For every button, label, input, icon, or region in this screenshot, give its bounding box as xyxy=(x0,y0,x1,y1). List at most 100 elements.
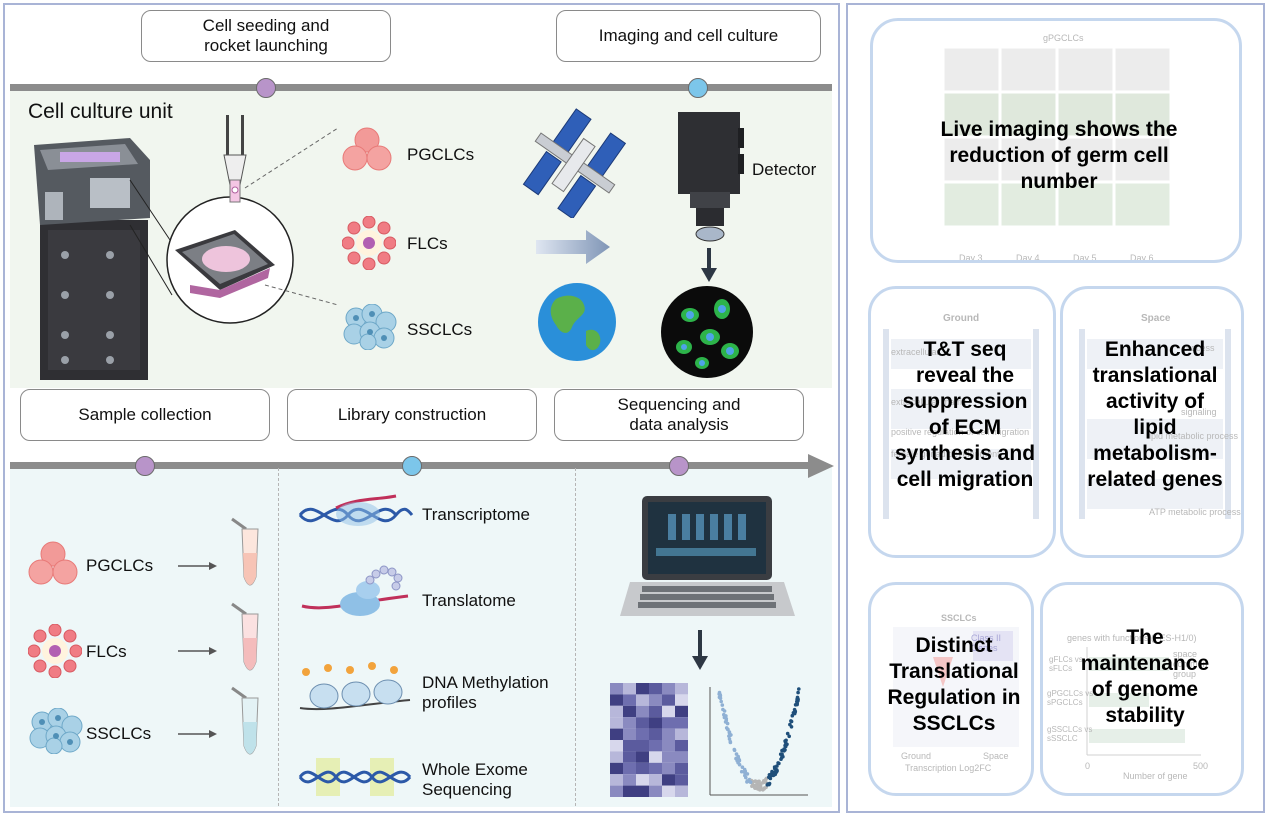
volcano-point xyxy=(743,770,747,775)
heatmap-cell xyxy=(610,694,623,706)
heatmap-cell xyxy=(649,728,662,740)
sample-flcs: FLCs xyxy=(86,642,127,661)
heatmap-cell xyxy=(662,705,675,718)
heatmap-cell xyxy=(675,751,688,763)
volcano-point xyxy=(790,713,795,718)
space-term: process xyxy=(1183,343,1215,353)
ssclc-card: SSCLCs Class II Genes Ground Space Trans… xyxy=(868,582,1034,796)
arrow-icon xyxy=(178,562,217,570)
volcano-point xyxy=(722,715,727,720)
transcription-axis-label: Transcription Log2FC xyxy=(905,763,992,773)
cell-culture-device-illustration xyxy=(34,115,339,380)
volcano-point xyxy=(732,748,737,753)
heatmap-cell xyxy=(662,694,675,706)
volcano-point xyxy=(783,739,787,743)
timeline-arrowhead-icon xyxy=(808,454,834,478)
volcano-point xyxy=(717,692,721,696)
row-label: gSSCLCs vs sSSCLC xyxy=(1047,725,1093,743)
volcano-point xyxy=(722,712,726,717)
pgclc-cluster-icon xyxy=(28,541,78,585)
heatmap-cell xyxy=(610,705,623,718)
right-arrow-icon xyxy=(536,230,610,264)
volcano-point xyxy=(745,780,749,784)
heatmap-cell xyxy=(662,751,675,763)
volcano-point xyxy=(728,739,733,744)
space-term: signaling xyxy=(1181,407,1217,417)
sample-tube-rose-icon xyxy=(231,602,259,671)
heatmap-cell xyxy=(610,774,623,786)
heatmap-cell xyxy=(675,774,688,786)
volcano-point xyxy=(764,777,768,782)
step-sequencing-analysis: Sequencing and data analysis xyxy=(554,389,804,441)
heatmap-cell xyxy=(636,785,649,797)
timeline-dot xyxy=(669,456,689,476)
heatmap-cell xyxy=(623,717,636,729)
heatmap-icon xyxy=(610,683,688,797)
scatter-faded xyxy=(893,627,1019,747)
volcano-point xyxy=(772,773,776,777)
step-library-construction: Library construction xyxy=(287,389,537,441)
heatmap-cell xyxy=(675,740,688,752)
heatmap-cell xyxy=(662,762,675,775)
heatmap-cell xyxy=(636,705,649,718)
heatmap-cell xyxy=(636,751,649,763)
legend-item: common xyxy=(1173,659,1208,669)
heatmap-cell xyxy=(623,785,636,797)
earth-icon xyxy=(538,283,616,361)
x-axis-label: Number of gene xyxy=(1123,771,1188,781)
ribosome-translation-icon xyxy=(301,565,409,616)
volcano-point xyxy=(722,709,727,713)
heatmap-cell xyxy=(675,694,688,706)
heatmap-cell xyxy=(649,717,662,729)
heatmap-cell xyxy=(662,683,675,695)
volcano-point xyxy=(719,699,723,704)
genome-card: genes with functions (- ES-H1/0) space c… xyxy=(1040,582,1244,796)
day-label: Day 5 xyxy=(1073,253,1097,263)
volcano-plot-icon xyxy=(709,687,808,796)
volcano-point xyxy=(775,768,779,772)
space-term: ATP metabolic process xyxy=(1149,507,1241,517)
ssclc-cluster-icon xyxy=(343,304,397,350)
volcano-point xyxy=(795,702,799,707)
row-label: gFLCs vs sFLCs xyxy=(1049,655,1083,673)
volcano-point xyxy=(765,782,770,786)
cell-type-pgclcs: PGCLCs xyxy=(407,145,475,164)
heatmap-cell xyxy=(610,785,623,797)
day-label: Day 3 xyxy=(959,253,983,263)
volcano-point xyxy=(748,780,753,784)
heatmap-cell xyxy=(610,762,623,775)
volcano-point xyxy=(783,743,788,748)
heatmap-cell xyxy=(649,694,662,706)
library-transcriptome: Transcriptome xyxy=(422,505,531,524)
space-axis-label: Space xyxy=(983,751,1009,761)
volcano-point xyxy=(737,762,742,767)
heatmap-cell xyxy=(623,705,636,718)
heatmap-cell xyxy=(636,774,649,786)
genome-title: The maintenance of genome stability xyxy=(1080,626,1210,727)
volcano-point xyxy=(727,734,731,738)
column-divider xyxy=(278,468,279,806)
timeline-dot xyxy=(688,78,708,98)
volcano-point xyxy=(755,784,760,789)
nucleosome-methylation-icon xyxy=(299,662,411,711)
volcano-point xyxy=(795,695,800,700)
ground-term: positive regulation of cell migration xyxy=(891,427,1030,437)
pgclc-cluster-icon xyxy=(342,127,392,171)
volcano-point xyxy=(761,788,765,792)
timeline-dot xyxy=(256,78,276,98)
heatmap-cell xyxy=(649,762,662,775)
volcano-point xyxy=(724,726,729,730)
genes-with-label: genes with functions (- ES-H1/0) xyxy=(1067,633,1197,643)
day-label: Day 4 xyxy=(1016,253,1040,263)
ground-term: extracellular xyxy=(891,347,940,357)
live-imaging-card: gPGCLCs Day 3 Day 4 Day 5 Day 6 Live ima… xyxy=(870,18,1242,263)
flc-ring-icon xyxy=(342,216,396,270)
ground-term: extracellular matrix xyxy=(891,397,967,407)
volcano-point xyxy=(750,784,754,788)
volcano-point xyxy=(787,734,791,739)
ecm-card: Ground extracellular extracellular matri… xyxy=(868,286,1056,558)
sample-pgclcs: PGCLCs xyxy=(86,556,154,575)
volcano-point xyxy=(796,690,800,695)
volcano-point xyxy=(723,720,728,724)
heatmap-cell xyxy=(636,694,649,706)
